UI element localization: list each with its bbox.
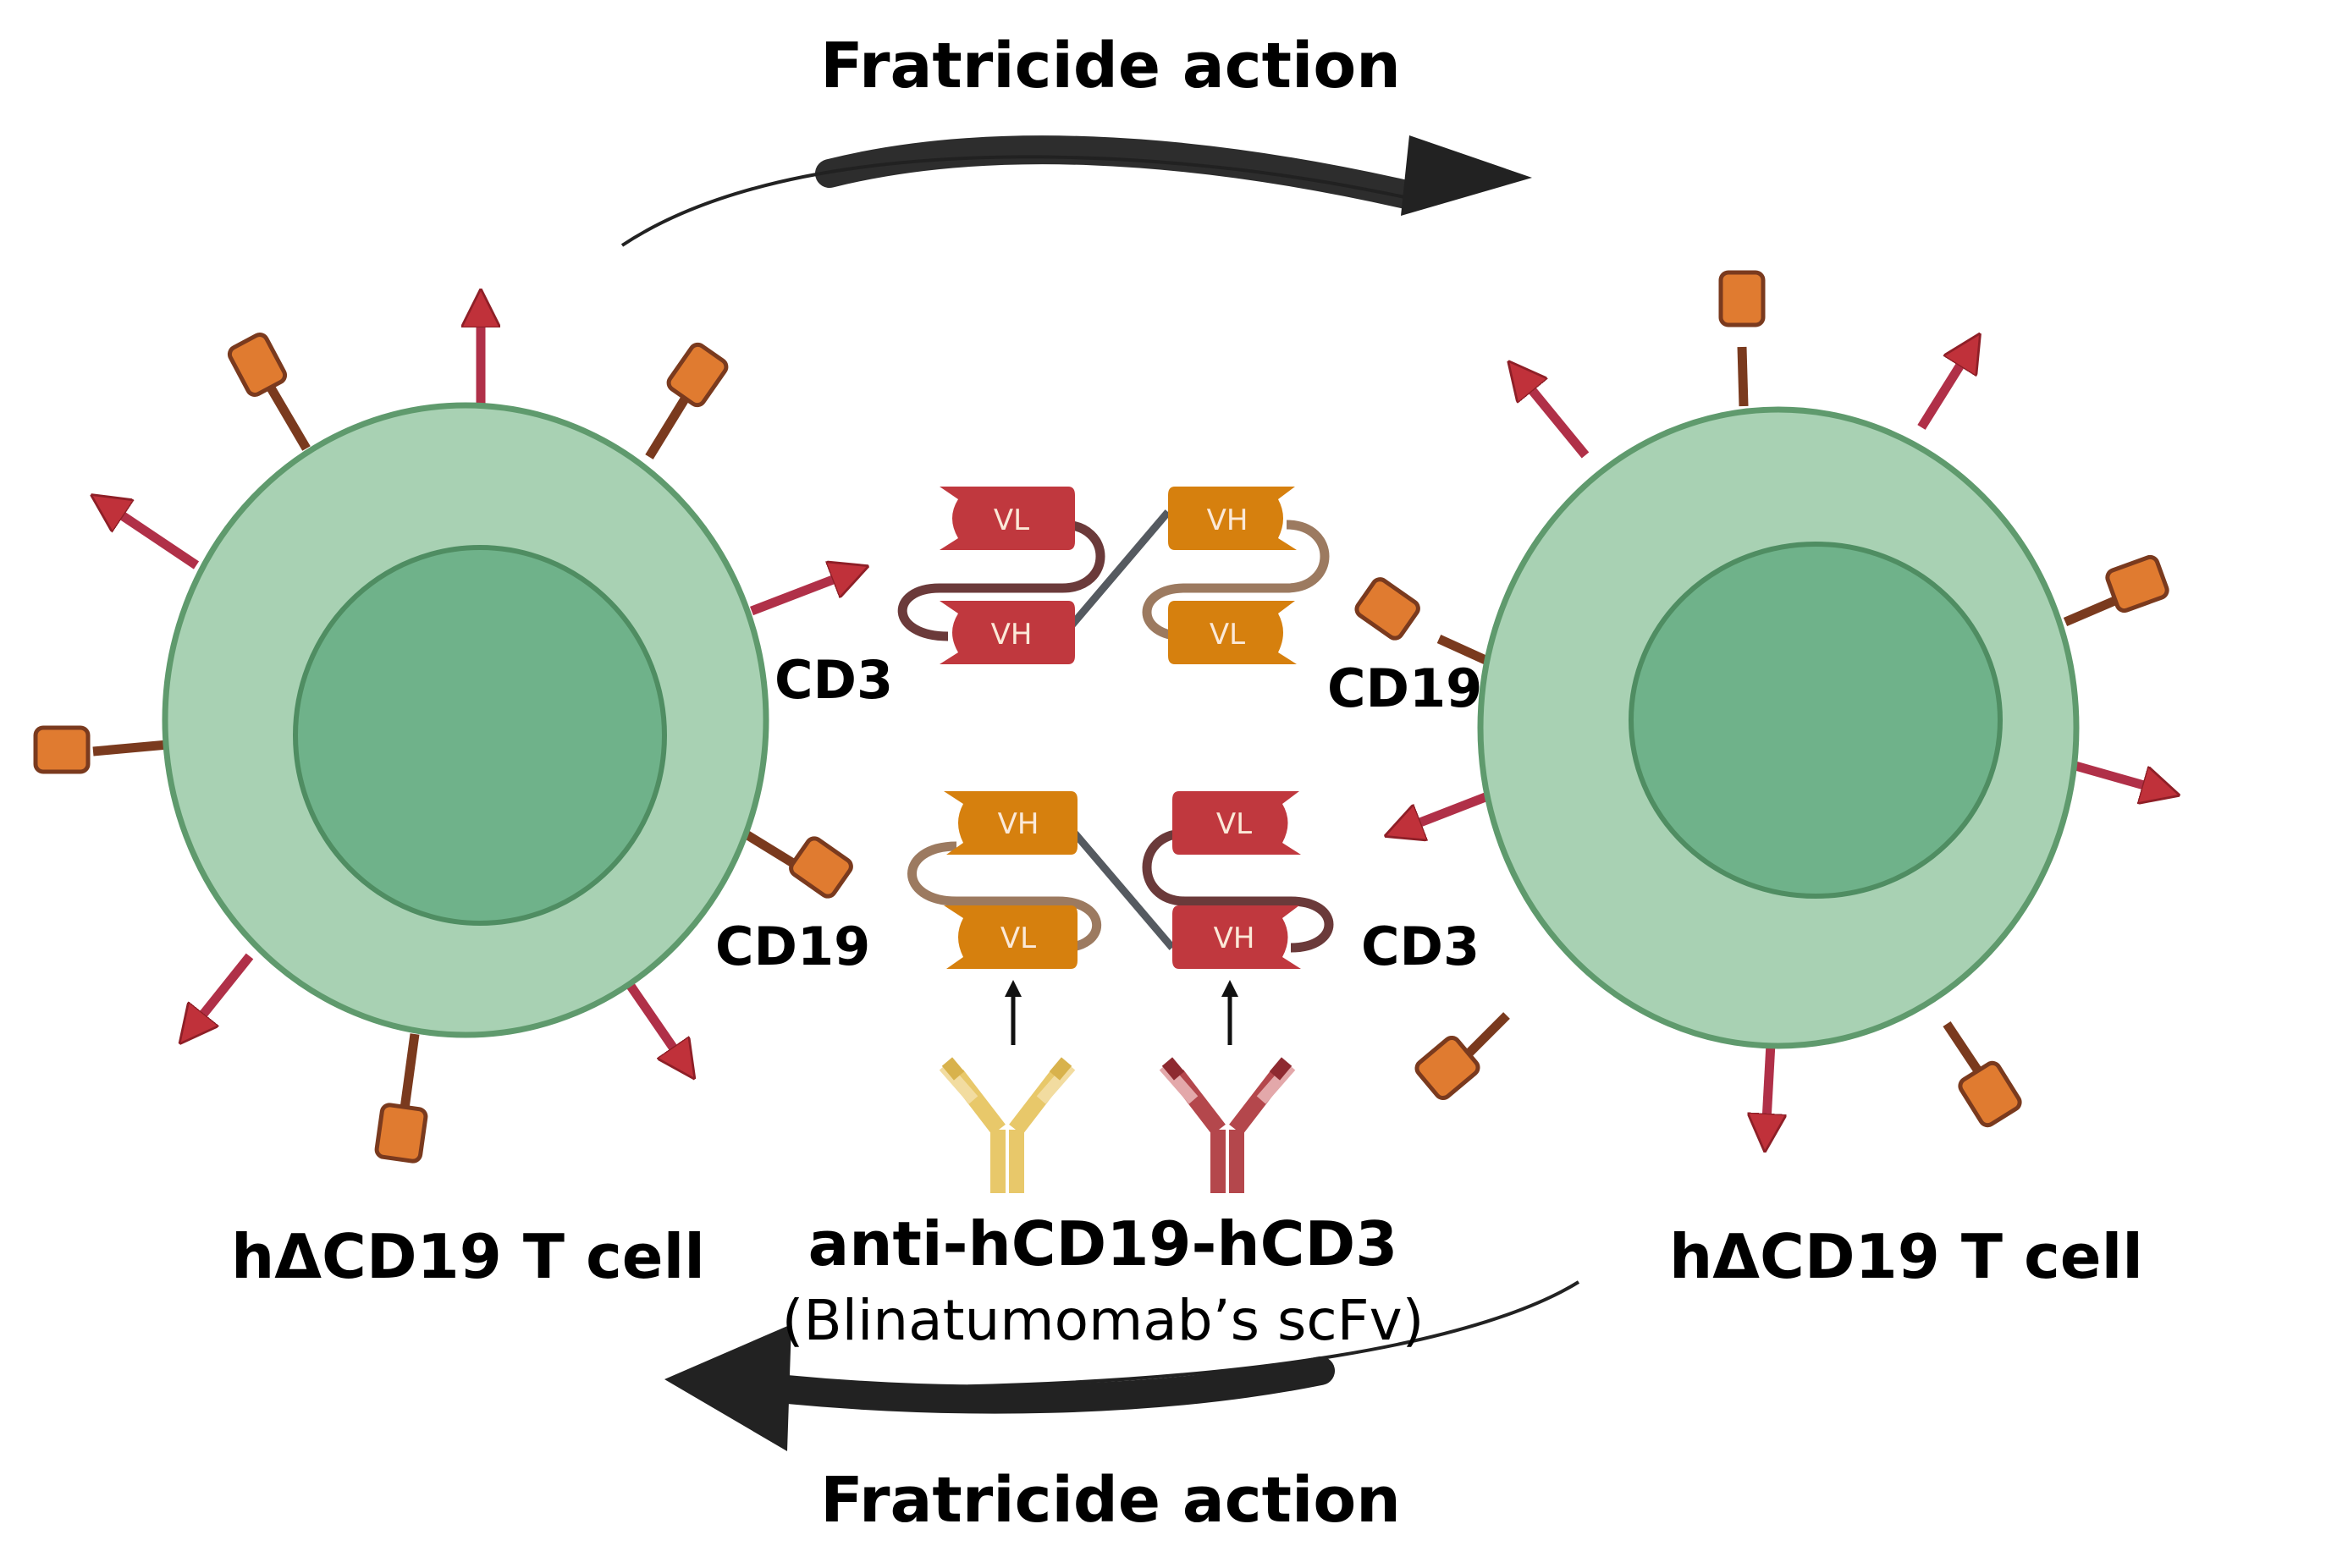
cd3-receptor [1917,360,1964,430]
cd19-receptor [742,829,853,899]
anti-cd19-antibody-icon [939,1057,1076,1193]
fratricide-arrow-bottom [664,1280,1580,1451]
fratricide-arrow-top [620,135,1532,247]
left-cell-label: hΔCD19 T cell [231,1221,705,1292]
cd19-receptor [2063,554,2169,627]
svg-text:VH: VH [1214,922,1255,955]
right-cell-cd3-label: CD3 [1361,916,1480,977]
svg-text:VH: VH [998,807,1039,841]
cd3-receptor [750,577,840,616]
domain-vh: VH [944,791,1078,855]
cd19-receptor [1718,270,1766,407]
cd19-receptor [1354,577,1488,665]
linker [907,841,1102,953]
cd3-receptor [2074,761,2150,787]
domain-vh: VH [1168,487,1297,550]
cd3-receptor [117,512,200,569]
left-t-cell [33,320,854,1164]
domain-vh: VH [1172,905,1301,969]
cd19-receptor [1414,1012,1510,1101]
svg-text:VL: VL [994,503,1029,537]
domain-vh: VH [940,601,1075,664]
cd3-receptor [1414,790,1491,825]
right-cell-nucleus [1629,542,2003,899]
cd19-receptor [227,333,311,451]
linker [1059,509,1171,639]
derivation-arrow-left [1005,980,1022,1045]
right-t-cell [1354,270,2169,1128]
scfv-top: VL VH VH VL [897,487,1330,664]
cd19-receptor [1943,1021,2022,1128]
linker [1142,828,1334,953]
left-cell-cd3-label: CD3 [774,649,893,711]
left-cell-markers [33,320,854,1164]
right-cell-label: hΔCD19 T cell [1669,1221,2143,1292]
cd19-receptor [645,342,729,459]
left-cell-nucleus [293,545,667,926]
anti-cd3-antibody-icon [1159,1057,1296,1193]
right-cell-markers [1354,270,2169,1128]
domain-vl: VL [940,487,1075,550]
svg-text:VH: VH [991,618,1033,652]
domain-vl: VL [944,905,1078,969]
derivation-arrow-right [1221,980,1238,1045]
svg-text:VL: VL [1216,807,1252,841]
linker [1142,520,1330,641]
cd19-receptor [374,1033,428,1164]
scfv-bottom: VH VL VL VH [907,791,1334,969]
cd19-receptor [33,725,168,774]
title-top: Fratricide action [820,30,1401,102]
right-cell-cd19-label: CD19 [1327,657,1482,719]
antibody-subtitle: (Blinatumomab’s scFv) [782,1288,1425,1353]
cd3-receptor [1767,1043,1771,1121]
svg-text:VH: VH [1207,503,1248,537]
svg-text:VL: VL [1000,922,1036,955]
cd3-receptor [626,982,677,1054]
domain-vl: VL [1168,601,1297,664]
linker [897,520,1105,641]
antibody-name: anti-hCD19-hCD3 [808,1208,1398,1279]
cd3-receptor [1528,385,1590,459]
svg-text:VL: VL [1210,618,1245,652]
title-bottom: Fratricide action [820,1464,1401,1537]
linker [1072,831,1176,950]
cd3-receptor [199,953,254,1020]
domain-vl: VL [1172,791,1301,855]
left-cell-cd19-label: CD19 [715,916,870,977]
